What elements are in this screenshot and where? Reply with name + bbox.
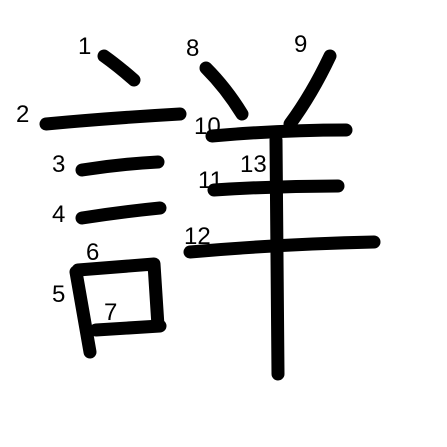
stroke-3	[75, 155, 165, 177]
stroke-number-11: 11	[198, 167, 223, 194]
stroke-1	[97, 49, 141, 87]
stroke-number-6: 6	[86, 239, 99, 266]
stroke-6	[71, 257, 165, 333]
stroke-10	[205, 123, 353, 143]
stroke-number-9: 9	[294, 31, 307, 58]
stroke-number-12: 12	[184, 223, 211, 250]
stroke-number-7: 7	[104, 299, 117, 326]
stroke-number-8: 8	[186, 35, 199, 62]
stroke-4	[75, 201, 167, 225]
stroke-2	[39, 107, 187, 131]
stroke-number-10: 10	[194, 113, 221, 140]
stroke-7	[89, 319, 167, 337]
stroke-number-4: 4	[52, 201, 65, 228]
stroke-number-1: 1	[78, 33, 91, 60]
stroke-number-3: 3	[52, 151, 65, 178]
stroke-5	[69, 265, 97, 359]
stroke-9	[283, 49, 337, 131]
stroke-number-5: 5	[52, 281, 65, 308]
stroke-13	[269, 133, 285, 381]
stroke-8	[199, 61, 249, 121]
stroke-number-2: 2	[16, 101, 29, 128]
stroke-number-13: 13	[240, 151, 267, 178]
